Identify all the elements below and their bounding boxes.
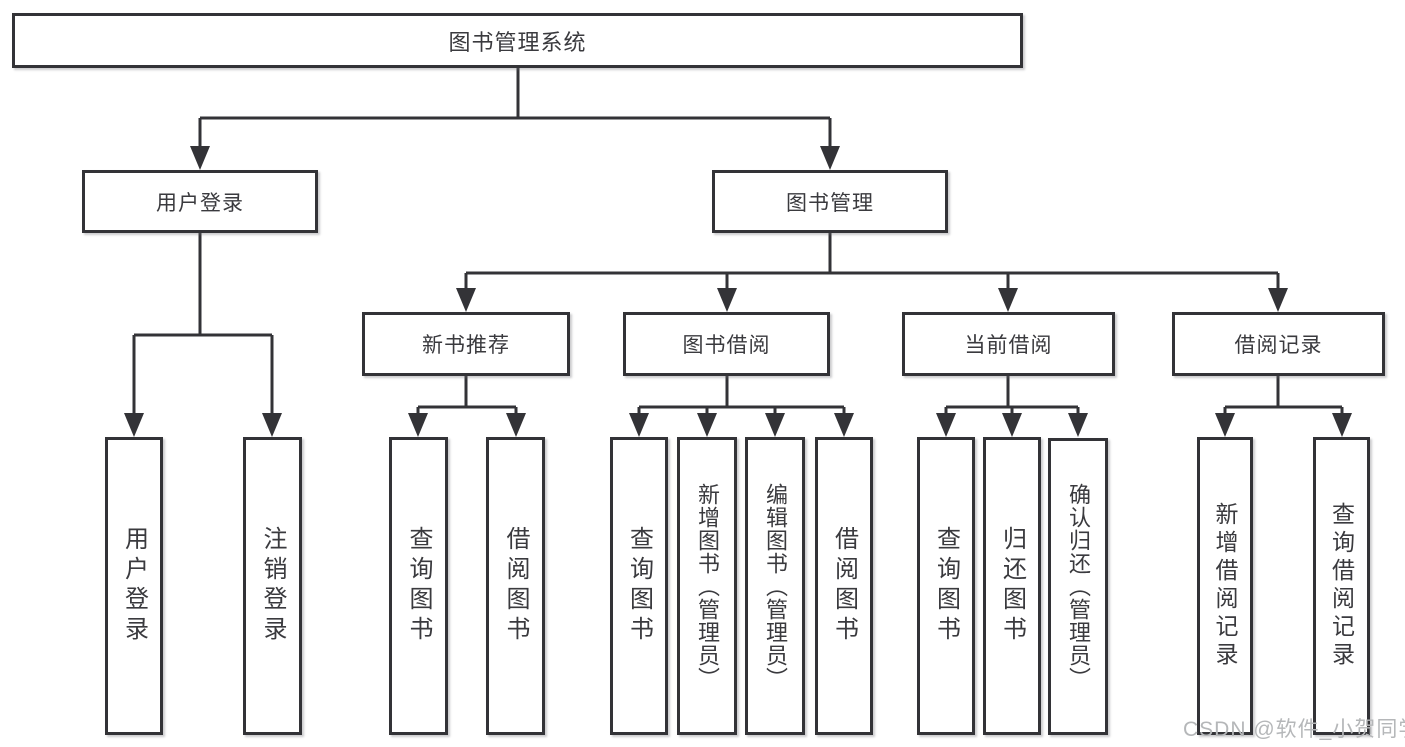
leaf-add-borrow-record: 新增借阅记录 — [1197, 437, 1253, 735]
leaf-query-books-borrow: 查询图书 — [610, 437, 668, 735]
connector-stems — [132, 68, 1344, 419]
leaf-borrow-books-recommend: 借阅图书 — [486, 437, 545, 735]
node-borrow-record: 借阅记录 — [1172, 312, 1385, 376]
node-library-management-system: 图书管理系统 — [12, 13, 1023, 68]
leaf-user-login: 用户登录 — [105, 437, 163, 735]
leaf-logout: 注销登录 — [243, 437, 302, 735]
leaf-confirm-return-admin: 确认归还（管理员） — [1048, 438, 1108, 735]
leaf-borrow-books: 借阅图书 — [815, 437, 873, 735]
node-user-login-module: 用户登录 — [82, 170, 318, 233]
node-new-book-recommend: 新书推荐 — [362, 312, 570, 376]
node-current-borrow: 当前借阅 — [902, 312, 1115, 376]
leaf-query-borrow-record: 查询借阅记录 — [1313, 437, 1370, 735]
leaf-add-books-admin: 新增图书（管理员） — [677, 437, 737, 735]
leaf-query-books-current: 查询图书 — [917, 437, 975, 735]
leaf-return-books: 归还图书 — [983, 437, 1041, 735]
node-book-management-module: 图书管理 — [712, 170, 948, 233]
csdn-watermark: CSDN @软件_小贺同学 — [1183, 718, 1405, 741]
leaf-query-books-recommend: 查询图书 — [389, 437, 448, 735]
node-book-borrow: 图书借阅 — [623, 312, 830, 376]
connector-arrowheads — [124, 146, 1352, 437]
leaf-edit-books-admin: 编辑图书（管理员） — [745, 437, 805, 735]
